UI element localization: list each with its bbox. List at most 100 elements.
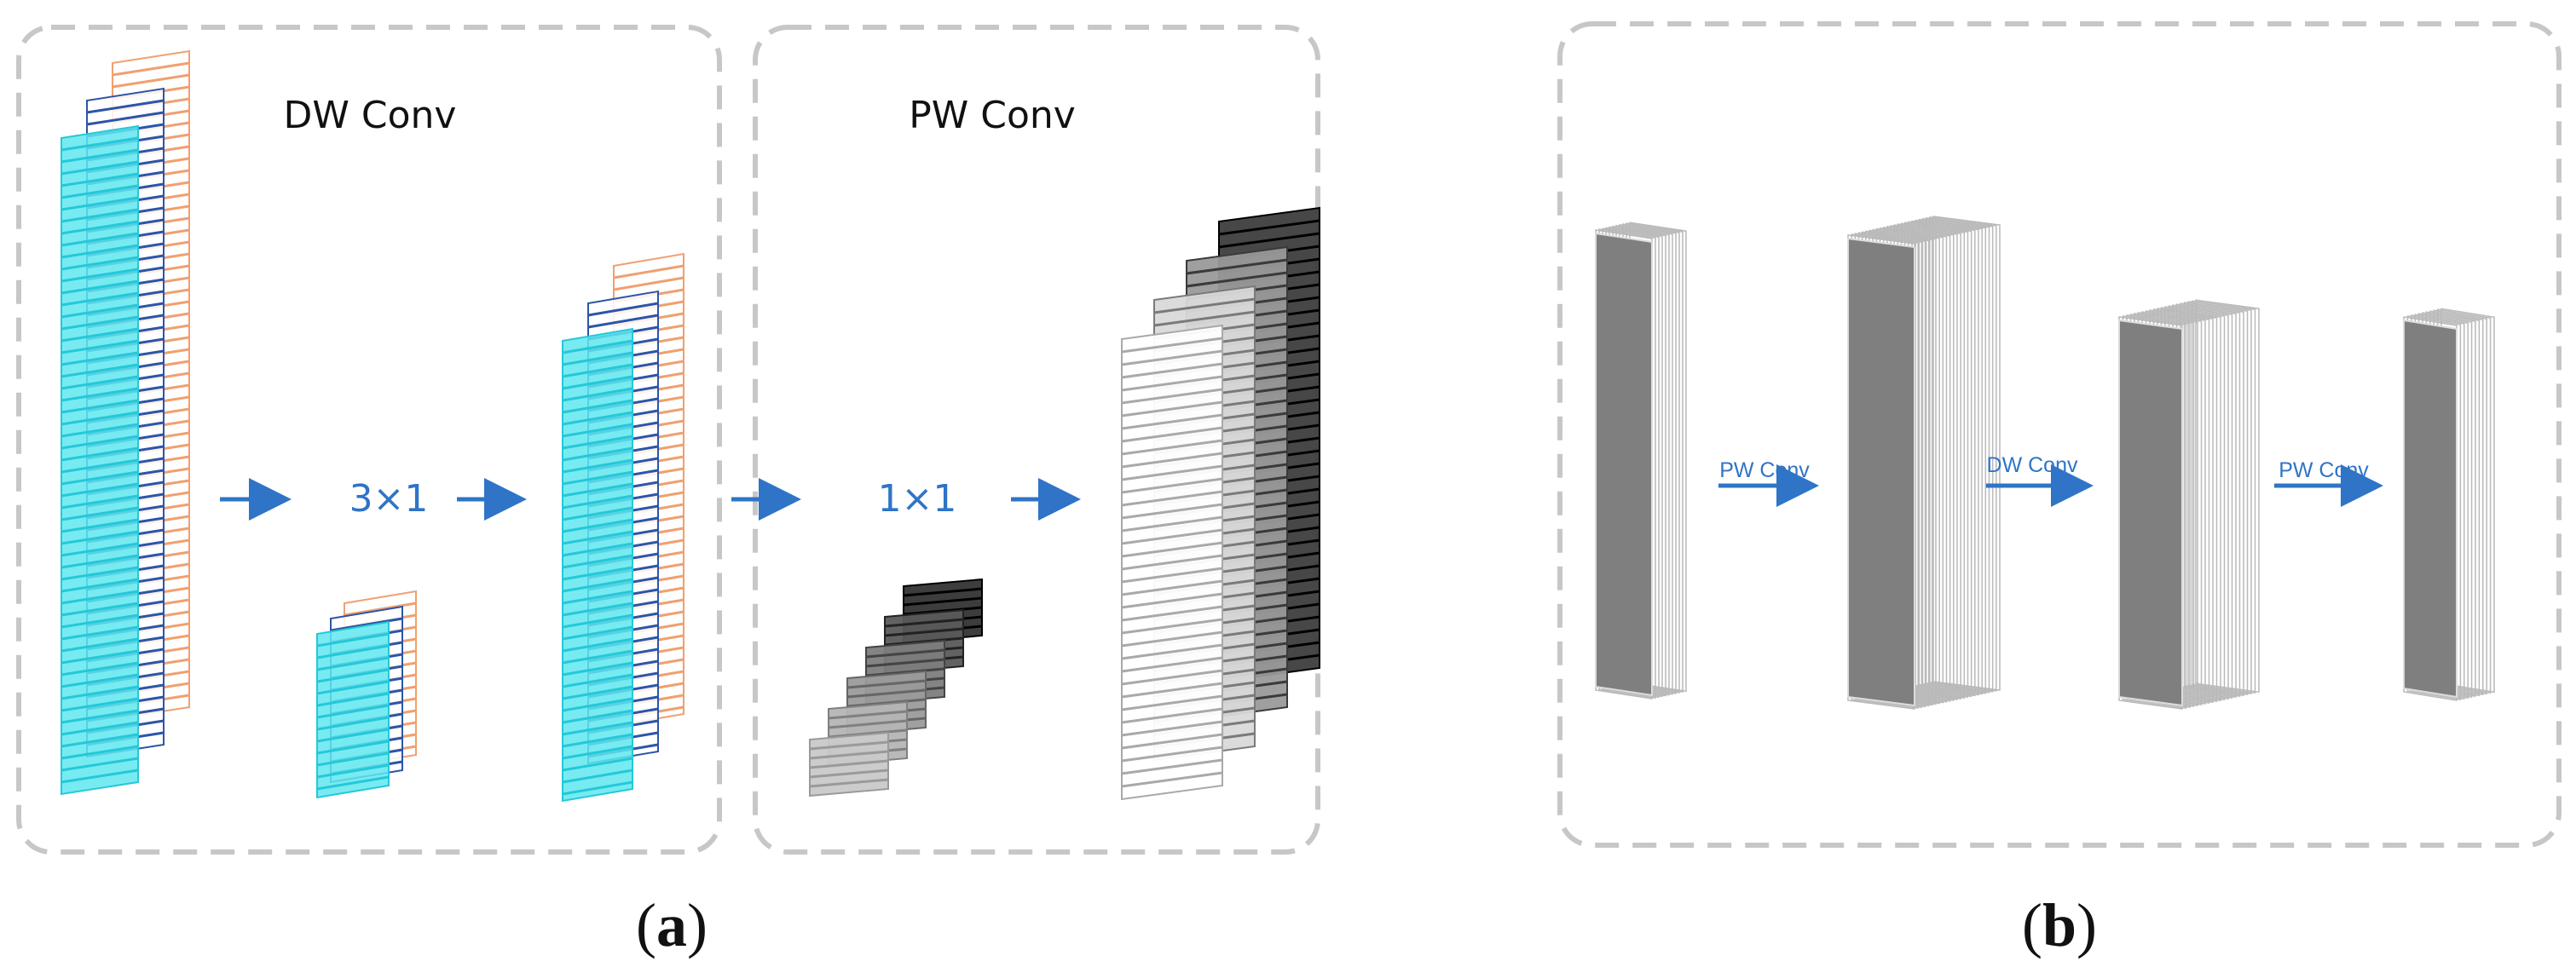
stripe bbox=[1153, 297, 1256, 314]
stripe bbox=[61, 482, 139, 498]
block-edge bbox=[1932, 216, 2001, 691]
stripe bbox=[828, 710, 908, 720]
panel-b-frame bbox=[1557, 21, 2562, 848]
stripe bbox=[61, 458, 139, 474]
stripe bbox=[61, 339, 139, 354]
stripe bbox=[562, 375, 633, 390]
stripe bbox=[344, 602, 417, 617]
stripe bbox=[1121, 630, 1223, 648]
stripe bbox=[562, 435, 633, 450]
stripe bbox=[61, 566, 139, 581]
stripe bbox=[61, 578, 139, 593]
stripe bbox=[562, 745, 633, 760]
block-face bbox=[2403, 319, 2458, 699]
stripe bbox=[809, 778, 889, 788]
stripe bbox=[316, 680, 390, 695]
stripe bbox=[587, 302, 659, 317]
stripe bbox=[562, 757, 633, 772]
stripe bbox=[562, 780, 633, 796]
stripe bbox=[562, 661, 633, 676]
stripe bbox=[562, 470, 633, 486]
stripe bbox=[1121, 746, 1223, 763]
pw-kernel-1-stripes bbox=[809, 740, 889, 788]
caption-b-open: ( bbox=[2022, 891, 2042, 959]
stripe bbox=[61, 530, 139, 545]
stripe bbox=[1121, 656, 1223, 673]
map-cyan-stripes bbox=[562, 339, 633, 796]
stripe bbox=[61, 148, 139, 164]
stripe bbox=[61, 172, 139, 187]
stripe bbox=[903, 587, 983, 597]
stripe bbox=[613, 264, 684, 279]
pw-kernel-size-label: 1×1 bbox=[878, 477, 957, 521]
block-edge bbox=[1929, 216, 1997, 692]
stripe bbox=[562, 769, 633, 784]
stripe bbox=[61, 649, 139, 665]
stripe bbox=[1121, 554, 1223, 571]
stripe bbox=[61, 279, 139, 295]
stripe bbox=[61, 423, 139, 438]
stripe bbox=[316, 704, 390, 719]
stripe bbox=[61, 637, 139, 653]
stripe bbox=[1121, 605, 1223, 622]
caption-a: (a) bbox=[636, 891, 708, 959]
stripe bbox=[562, 554, 633, 569]
caption-b: (b) bbox=[2022, 891, 2097, 959]
pointwise-output-maps bbox=[1121, 206, 1320, 801]
stripe bbox=[903, 596, 983, 607]
stripe bbox=[61, 625, 139, 641]
stripe bbox=[1121, 426, 1223, 443]
stripe bbox=[1121, 362, 1223, 379]
stripe bbox=[61, 387, 139, 402]
stripe bbox=[61, 709, 139, 724]
stripe bbox=[61, 542, 139, 557]
stripe bbox=[846, 688, 927, 699]
input-feature-maps bbox=[61, 49, 190, 796]
stripe bbox=[1121, 503, 1223, 520]
stripe bbox=[61, 375, 139, 390]
stripe bbox=[1121, 579, 1223, 596]
dw-conv-panel bbox=[16, 25, 722, 855]
stripe bbox=[562, 613, 633, 629]
stripe bbox=[562, 602, 633, 617]
stripe bbox=[1121, 592, 1223, 609]
stripe bbox=[562, 351, 633, 366]
stripe bbox=[316, 763, 390, 779]
stripe bbox=[61, 160, 139, 176]
stripe bbox=[61, 697, 139, 712]
block-edge bbox=[2191, 300, 2256, 694]
stripe bbox=[61, 208, 139, 223]
pointwise-kernels-1x1 bbox=[809, 578, 983, 797]
caption-a-open: ( bbox=[636, 891, 656, 959]
stripe bbox=[1121, 669, 1223, 686]
stripe bbox=[316, 775, 390, 791]
pw-conv-title: PW Conv bbox=[909, 94, 1076, 137]
block-edge bbox=[1925, 216, 1994, 693]
stripe bbox=[1121, 464, 1223, 481]
depthwise-output-maps bbox=[562, 252, 684, 803]
label-b-pw-1: PW Conv bbox=[1719, 458, 1810, 482]
stripe bbox=[562, 625, 633, 641]
stripe bbox=[316, 632, 390, 648]
stripe bbox=[316, 728, 390, 743]
stripe bbox=[1121, 439, 1223, 456]
stripe bbox=[865, 658, 945, 668]
stripe bbox=[86, 111, 165, 126]
stripe bbox=[562, 482, 633, 498]
stripe bbox=[61, 256, 139, 271]
stripe bbox=[1121, 337, 1223, 354]
stripe bbox=[1121, 567, 1223, 584]
caption-b-letter: b bbox=[2042, 891, 2076, 959]
label-b-pw-2: PW Conv bbox=[2279, 458, 2369, 482]
block-edge bbox=[1915, 219, 1983, 695]
block-edge bbox=[1918, 218, 1987, 694]
block-edge bbox=[2195, 299, 2260, 694]
stripe bbox=[865, 648, 945, 659]
stripe bbox=[316, 644, 390, 659]
stripe bbox=[562, 685, 633, 700]
stripe bbox=[562, 733, 633, 748]
stripe bbox=[61, 745, 139, 760]
stripe bbox=[884, 618, 964, 628]
stripe bbox=[1153, 310, 1256, 327]
